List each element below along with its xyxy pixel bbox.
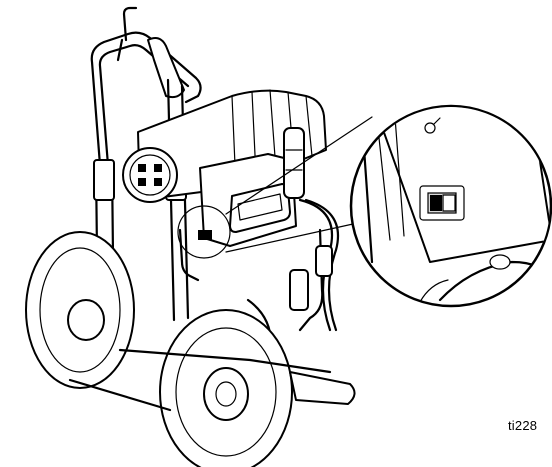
power-switch-icon [419, 185, 465, 221]
cart-base [68, 348, 356, 412]
right-wheel [159, 309, 293, 467]
motor-housing [122, 89, 327, 203]
hoses [178, 198, 340, 358]
callout-leaders [225, 116, 373, 253]
figure-reference-id: ti228 [508, 418, 538, 433]
zoom-callout [349, 104, 552, 308]
left-wheel [25, 231, 135, 389]
